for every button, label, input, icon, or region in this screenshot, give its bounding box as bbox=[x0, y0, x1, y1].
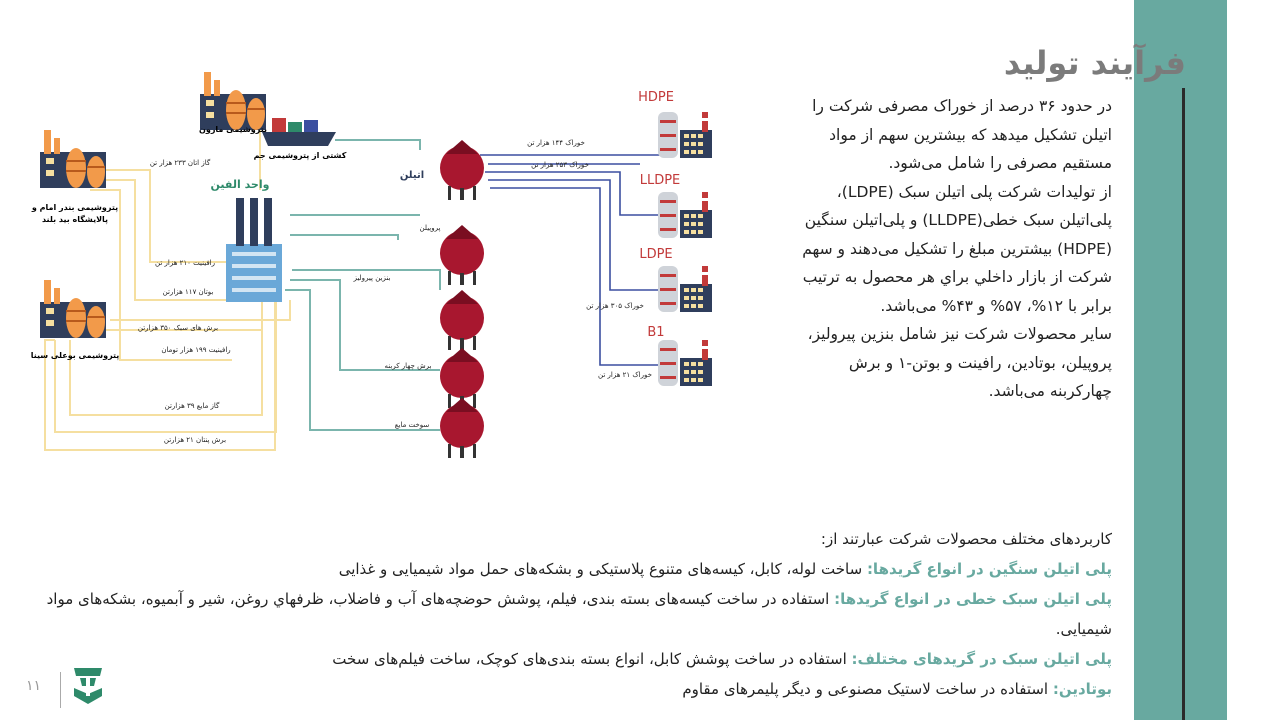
company-logo-icon bbox=[74, 668, 102, 704]
flow-label: رافینیت ۲۱۰ هزار تن bbox=[155, 259, 215, 267]
teal-side-bar bbox=[1134, 0, 1227, 720]
application-term: پلی اتیلن سبک خطی در انواع گریدها: bbox=[834, 590, 1112, 608]
olefin-unit-building bbox=[226, 198, 282, 302]
description-text: در حدود ۳۶ درصد از خوراک مصرفی شرکت را ا… bbox=[796, 92, 1112, 406]
application-item: بوتادین: استفاده در ساخت لاستیک مصنوعی و… bbox=[40, 674, 1112, 704]
flow-label: برش پنتان ۲۱ هزارتن bbox=[164, 436, 226, 444]
flow-label: خوراک ۱۴۴ هزار تن bbox=[527, 139, 585, 147]
source-maroon-label: پتروشیمی مارون bbox=[199, 125, 267, 134]
tank-icon bbox=[440, 290, 484, 350]
output-label: برش چهار کربنه bbox=[385, 362, 432, 370]
applications-intro: کاربردهای مختلف محصولات شرکت عبارتند از: bbox=[820, 530, 1112, 548]
product-plant-icon bbox=[658, 112, 712, 158]
page-number: ۱۱ bbox=[26, 678, 42, 694]
product-plant-icon bbox=[658, 192, 712, 238]
product-label: LLDPE bbox=[640, 173, 681, 188]
source-bandar-label-2: پالایشگاه بید بلند bbox=[42, 214, 108, 224]
production-process-diagram: پتروشیمی مارون کشتی از پتروشیمی جم پتروش… bbox=[31, 72, 712, 458]
flow-label: گاز مایع ۳۹ هزارتن bbox=[165, 401, 220, 410]
application-text: استفاده در ساخت کیسه‌های بسته بندی، فیلم… bbox=[46, 590, 1112, 638]
paragraph-2: از تولیدات شرکت پلی اتیلن سبک (LDPE)، پل… bbox=[802, 182, 1112, 315]
application-term: پلی اتیلن سنگین در انواع گریدها: bbox=[866, 560, 1112, 578]
application-term: بوتادین: bbox=[1052, 680, 1112, 698]
product-label: HDPE bbox=[638, 90, 674, 105]
flow-label: خوراک ۳۰۵ هزار تن bbox=[586, 302, 644, 310]
ethylene-label: اتیلن bbox=[400, 170, 424, 181]
application-item: پلی اتیلن سبک در گریدهای مختلف: استفاده … bbox=[40, 644, 1112, 674]
source-jam-label: کشتی از پتروشیمی جم bbox=[254, 151, 347, 160]
application-text: استفاده در ساخت پوشش کابل، انواع بسته بن… bbox=[332, 650, 852, 668]
application-item: پلی اتیلن سنگین در انواع گریدها: ساخت لو… bbox=[40, 554, 1112, 584]
application-item: پلی اتیلن سبک خطی در انواع گریدها: استفا… bbox=[40, 584, 1112, 644]
tank-icon bbox=[440, 140, 484, 200]
paragraph-3: سایر محصولات شرکت نیز شامل بنزین پیرولیز… bbox=[807, 325, 1112, 400]
product-plant-icon bbox=[658, 340, 712, 386]
flow-label: خوراک ۲۵۳ هزار تن bbox=[531, 161, 589, 169]
product-label: LDPE bbox=[639, 247, 672, 262]
flow-label: خوراک ۲۱ هزار تن bbox=[598, 371, 652, 379]
olefin-unit-label: واحد الفین bbox=[211, 178, 270, 191]
source-booali-label: پتروشیمی بوعلی سینا bbox=[31, 351, 120, 360]
application-text: استفاده در ساخت لاستیک مصنوعی و دیگر پلی… bbox=[682, 680, 1053, 698]
application-term: پلی اتیلن سبک در گریدهای مختلف: bbox=[851, 650, 1112, 668]
factory-icon bbox=[40, 130, 106, 188]
application-text: ساخت لوله، کابل، کیسه‌های متنوع پلاستیکی… bbox=[338, 560, 867, 578]
tank-icon bbox=[440, 225, 484, 285]
product-label: B1 bbox=[647, 325, 664, 340]
vertical-divider bbox=[1182, 88, 1185, 720]
factory-icon bbox=[40, 280, 106, 338]
page-title: فرآیند تولید bbox=[1003, 44, 1186, 82]
applications-list: کاربردهای مختلف محصولات شرکت عبارتند از:… bbox=[40, 524, 1112, 704]
flow-label: برش های سبک ۳۵۰ هزارتن bbox=[138, 324, 218, 332]
ship-icon bbox=[262, 118, 336, 146]
source-bandar-label: پتروشیمی بندر امام و bbox=[31, 203, 118, 212]
product-plant-icon bbox=[658, 266, 712, 312]
output-label: سوخت مایع bbox=[395, 421, 430, 429]
flow-label: رافینیت ۱۹۹ هزار تومان bbox=[161, 346, 230, 354]
flow-label: بوتان ۱۱۷ هزارتن bbox=[163, 288, 214, 296]
tank-icon bbox=[440, 398, 484, 458]
output-label: پروپیلن bbox=[420, 224, 441, 232]
paragraph-1: در حدود ۳۶ درصد از خوراک مصرفی شرکت را ا… bbox=[812, 97, 1112, 172]
output-label: بنزین پیرولیز bbox=[353, 274, 391, 282]
footer-separator bbox=[60, 672, 61, 708]
factory-icon bbox=[200, 72, 266, 130]
flow-label: گاز اتان ۲۳۳ هزار تن bbox=[150, 158, 211, 167]
